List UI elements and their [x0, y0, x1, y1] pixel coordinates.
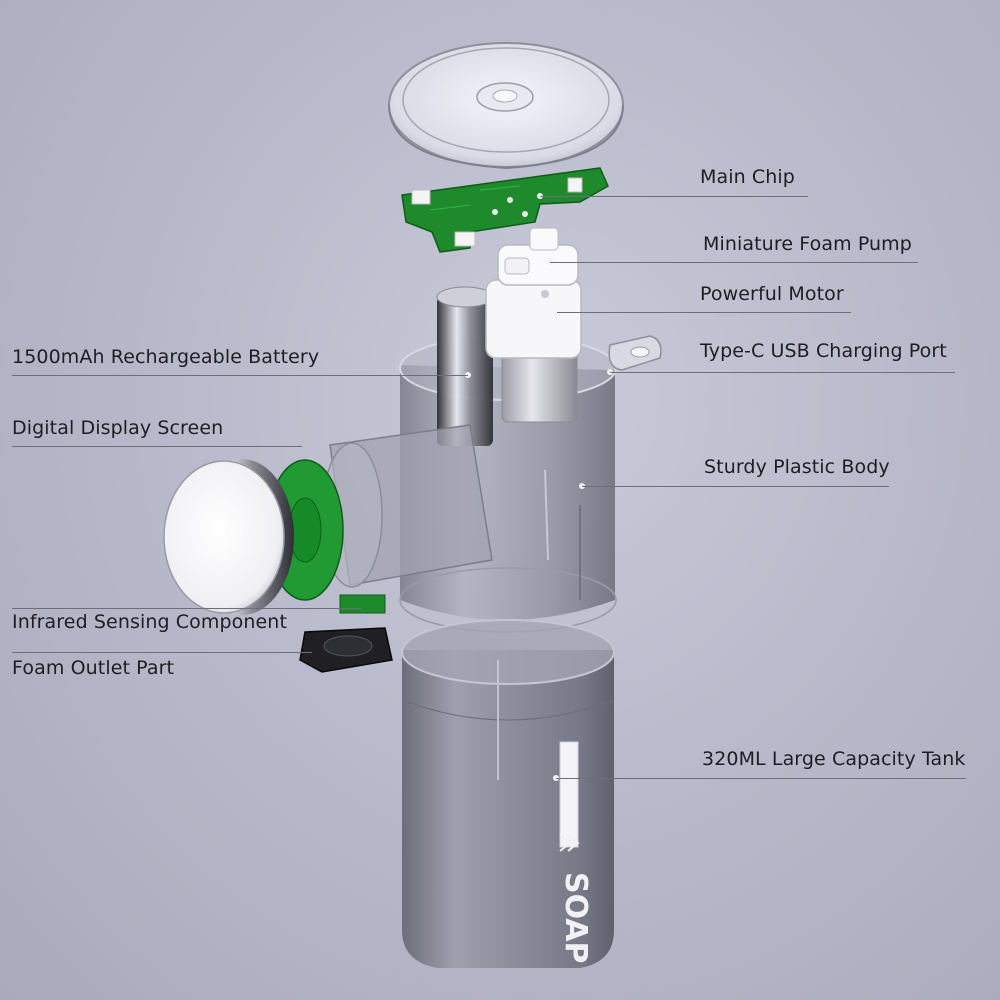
label-foam-pump: Miniature Foam Pump [703, 233, 912, 255]
display-screen-part [163, 459, 294, 615]
leader-battery [12, 375, 468, 376]
side-nozzle-part [321, 424, 493, 588]
label-body: Sturdy Plastic Body [704, 456, 890, 478]
main-chip-board [401, 167, 609, 253]
label-battery: 1500mAh Rechargeable Battery [12, 346, 320, 368]
motor-part [485, 279, 582, 423]
label-main-chip: Main Chip [700, 166, 795, 188]
tank-part: SOAP [401, 619, 615, 968]
tank-soap-marking: SOAP [558, 872, 593, 964]
leader-tank [556, 778, 966, 779]
label-usb-port: Type-C USB Charging Port [700, 340, 947, 362]
battery-part [436, 286, 494, 446]
foam-outlet-part [299, 627, 393, 673]
label-display: Digital Display Screen [12, 417, 224, 439]
label-outlet: Foam Outlet Part [12, 657, 175, 679]
label-motor: Powerful Motor [700, 283, 844, 305]
leader-usb-port [610, 372, 955, 373]
label-infrared: Infrared Sensing Component [12, 611, 287, 633]
leader-body [582, 486, 889, 487]
leader-motor [557, 312, 851, 313]
lid-part [388, 42, 624, 170]
leader-infrared [12, 608, 362, 609]
leader-outlet [12, 652, 312, 653]
leader-foam-pump [550, 262, 918, 263]
foam-pump-part [497, 227, 579, 298]
label-tank: 320ML Large Capacity Tank [702, 748, 966, 770]
leader-main-chip [540, 196, 808, 197]
leader-display [12, 446, 302, 447]
usb-port-part [608, 335, 662, 371]
